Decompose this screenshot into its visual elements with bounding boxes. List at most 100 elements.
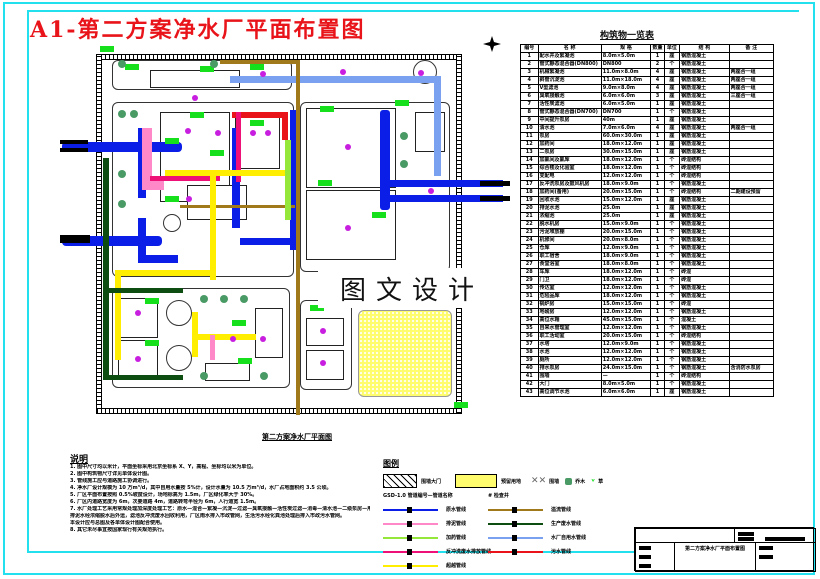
label-tag: [310, 305, 324, 311]
cell-name: 反冲洗泵房及鼓风机房: [537, 180, 602, 189]
pipe-overflow-mid: [180, 205, 295, 208]
cell-structure: 钢筋混凝土: [679, 340, 730, 349]
cell-unit: 座: [663, 388, 681, 397]
legend-line-label: 生产废水管线: [551, 521, 582, 527]
cell-number: 33: [520, 308, 539, 317]
cell-qty: 1: [650, 164, 665, 173]
cell-number: 11: [520, 132, 539, 141]
thickener-tank-2: [166, 345, 192, 371]
pipe-raw-water-inlet-1: [62, 142, 182, 152]
cell-name: 臭氧接触池: [537, 92, 602, 101]
cell-qty: 1: [650, 148, 665, 157]
label-tag: [250, 120, 264, 126]
cell-structure: 砖混结构: [679, 332, 730, 341]
cell-structure: 砖混结构: [679, 172, 730, 181]
legend-symbols: 围墙大门 预留用地 ✕✕ 围墙 乔木 ᵛ 草: [383, 474, 603, 488]
cell-unit: 座: [663, 92, 681, 101]
cell-remarks: [728, 308, 775, 317]
tb-field: [639, 546, 651, 550]
legend-line-item: 生产废水管线: [488, 520, 581, 527]
cell-structure: 钢筋混凝土: [679, 220, 730, 229]
label-tag: [100, 46, 114, 52]
pipe-sewage-loop-right: [282, 112, 288, 140]
cell-number: 17: [520, 180, 539, 189]
cell-spec: 8.0m×5.0m: [600, 380, 652, 389]
legend-line-label: 反冲洗废水排放管线: [446, 549, 492, 555]
cell-spec: —: [600, 372, 652, 381]
cell-unit: 座: [663, 148, 681, 157]
cell-number: 21: [520, 212, 539, 221]
cell-spec: 25.0m: [600, 212, 652, 221]
cell-unit: 个: [663, 300, 681, 309]
cell-name: 清水池: [537, 124, 602, 133]
cell-spec: 12.0m×12.0m: [600, 348, 652, 357]
cell-spec: 20.0m×15.0m: [600, 332, 652, 341]
tb-field: [639, 564, 651, 568]
reserved-land: [358, 310, 452, 397]
tree-icon: [118, 110, 126, 118]
note-item: 排泥水经浓缩脱水后外运，滤池反冲洗废水回收利用，厂区雨水排入市政管网，生活污水经…: [70, 513, 346, 519]
building-dormitory: [150, 70, 240, 88]
tb-field: [738, 532, 754, 536]
cell-structure: 钢筋混凝土: [679, 348, 730, 357]
cell-unit: 个: [663, 268, 681, 277]
marker-dot: [185, 128, 191, 134]
tb-field: [738, 537, 754, 541]
pipe-chemical-west: [115, 270, 215, 276]
cell-unit: 个: [663, 284, 681, 293]
cell-unit: 座: [663, 68, 681, 77]
cell-name: 排水泵房: [537, 364, 602, 373]
legend-line-item: 加药管线: [383, 534, 466, 541]
cell-spec: 15.0m×15.0m: [600, 300, 652, 309]
cell-name: 传达室: [537, 284, 602, 293]
cell-structure: 钢筋混凝土: [679, 84, 730, 93]
cell-spec: 18.0m×9.0m: [600, 252, 652, 261]
note-item: 8. 其它未尽事宜按国家现行有关规范执行。: [70, 527, 168, 533]
cell-number: 18: [520, 188, 539, 197]
pipe-chemical-down: [210, 170, 216, 280]
cell-remarks: [728, 156, 775, 165]
label-tag: [232, 320, 246, 326]
cell-qty: 1: [650, 180, 665, 189]
cell-remarks: [728, 332, 775, 341]
cell-remarks: 两座合一组: [728, 124, 775, 133]
cell-remarks: [728, 100, 775, 109]
header-name: 名 称: [537, 44, 602, 53]
cell-spec: 15.0m×12.0m: [600, 196, 652, 205]
legend-line-label: 污水管线: [551, 549, 572, 555]
equipment-table-title: 构筑物一览表: [600, 31, 655, 41]
cell-structure: 钢筋混凝土: [679, 100, 730, 109]
cell-name: 车库: [537, 268, 602, 277]
cell-number: 9: [520, 116, 539, 125]
cell-spec: 12.0m×12.0m: [600, 324, 652, 333]
pipe-chemical-east: [192, 312, 198, 357]
cell-structure: 砖混结构: [679, 156, 730, 165]
cell-number: 35: [520, 324, 539, 333]
cell-remarks: 三座合一组: [728, 92, 775, 101]
cell-number: 43: [520, 388, 539, 397]
cell-unit: 个: [663, 260, 681, 269]
cell-qty: 1: [650, 252, 665, 261]
building-storage: [205, 363, 250, 381]
notes-list: 1. 图中尺寸均以米计，平面坐标采用北京坐标系 X、Y，高程、坐标均以米为单位。…: [70, 464, 370, 534]
cell-number: 6: [520, 92, 539, 101]
water-tower: [413, 60, 437, 84]
cell-spec: 7.0m×6.0m: [600, 124, 652, 133]
cell-number: 41: [520, 372, 539, 381]
cell-remarks: [728, 372, 775, 381]
cell-spec: 18.0m×12.0m: [600, 268, 652, 277]
pipe-outlet-vertical: [380, 110, 390, 210]
cell-unit: 个: [663, 60, 681, 69]
cell-spec: 11.0m×18.0m: [600, 76, 652, 85]
cell-number: 32: [520, 300, 539, 309]
cell-name: 大门: [537, 380, 602, 389]
legend-label: 草: [598, 478, 604, 485]
